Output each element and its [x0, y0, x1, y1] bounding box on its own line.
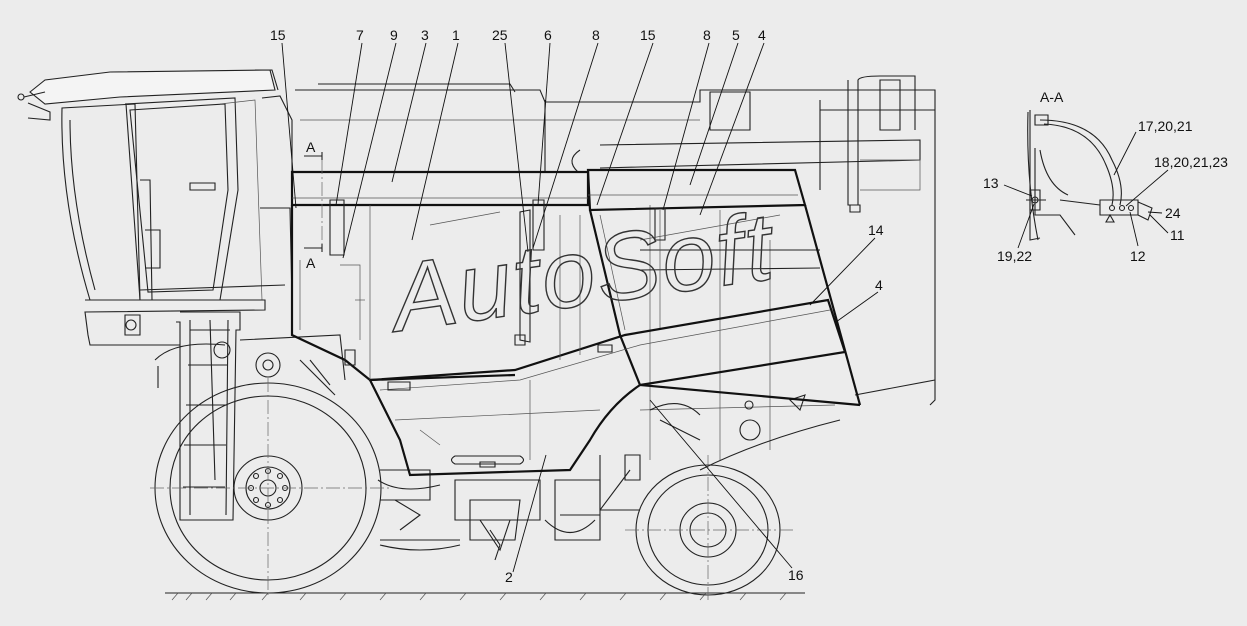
detail-callout-d13: 13 [983, 175, 999, 191]
front-wheel [150, 343, 390, 596]
callout-c15a: 15 [270, 27, 286, 43]
rear-wheel [625, 455, 795, 600]
section-title: A-A [1040, 89, 1064, 105]
leader-lines [281, 42, 879, 573]
section-detail [1003, 110, 1169, 249]
detail-callout-d17: 17,20,21 [1138, 118, 1193, 134]
detail-callout-d12: 12 [1130, 248, 1146, 264]
callout-c9: 9 [390, 27, 398, 43]
watermark-text: AutoSoft [380, 192, 782, 352]
operator-cab [17, 69, 293, 346]
callout-c16: 16 [788, 567, 804, 583]
callout-c25: 25 [492, 27, 508, 43]
callout-c8a: 8 [592, 27, 600, 43]
section-marks [304, 152, 323, 252]
detail-callout-d19: 19,22 [997, 248, 1032, 264]
side-panels [290, 168, 862, 477]
watermark-layer: AutoSoft [380, 192, 783, 354]
rear-machinery [295, 75, 936, 552]
callout-c4a: 4 [758, 27, 766, 43]
callout-c6: 6 [544, 27, 552, 43]
detail-callout-d24: 24 [1165, 205, 1181, 221]
callout-c7: 7 [356, 27, 364, 43]
section-mark-labels: AA [306, 139, 316, 271]
section-mark-cut-bottom: A [306, 255, 316, 271]
callout-labels: 15 7 9 3 1 25 6 8 15 8 5 4 14 4 2 16 [270, 27, 884, 585]
callout-c15b: 15 [640, 27, 656, 43]
ground-line [165, 592, 805, 601]
callout-c1: 1 [452, 27, 460, 43]
callout-c3: 3 [421, 27, 429, 43]
callout-c14: 14 [868, 222, 884, 238]
callout-c5: 5 [732, 27, 740, 43]
access-ladder [176, 311, 241, 521]
section-mark-cut-top: A [306, 139, 316, 155]
callout-c4b: 4 [875, 277, 883, 293]
detail-callout-labels: 17,20,21 18,20,21,23 13 24 11 12 19,22 [983, 118, 1228, 264]
underbody [213, 334, 521, 561]
detail-callout-d11: 11 [1170, 227, 1185, 243]
callout-c2: 2 [505, 569, 513, 585]
detail-callout-d18: 18,20,21,23 [1154, 154, 1228, 170]
callout-c8b: 8 [703, 27, 711, 43]
